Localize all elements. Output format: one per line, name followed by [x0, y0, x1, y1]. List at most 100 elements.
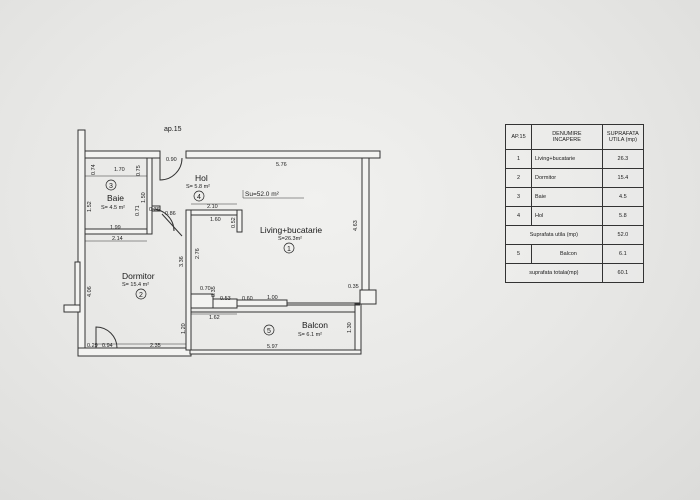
legend-total-value: 60.1	[601, 263, 645, 283]
legend-subtotal-row: Suprafata utila (mp) 52.0	[505, 225, 645, 245]
room-number-circle-dormitor	[135, 288, 147, 300]
dim-label: 2.10	[207, 204, 218, 210]
room-number-circle-balcon	[263, 324, 275, 336]
legend-row-name: Living+bucatarie	[531, 149, 603, 169]
dim-label: 1.62	[209, 315, 220, 321]
dim-label: 4.06	[87, 286, 93, 297]
wall-balcony-sep	[190, 293, 214, 309]
dim-label: 1.60	[210, 217, 221, 223]
legend-row-nr: 2	[504, 168, 533, 188]
total-area-label: Su=52.0 m²	[245, 191, 280, 198]
room-number-circle-baie	[105, 179, 117, 191]
legend-total-label: suprafata totala(mp)	[505, 263, 603, 283]
door-living	[161, 213, 183, 237]
room-area-dormitor: S= 15.4 m²	[122, 282, 149, 288]
legend-subtotal-label: Suprafata utila (mp)	[505, 225, 603, 245]
wall-bath-right	[146, 157, 153, 235]
legend-total-row: suprafata totala(mp) 60.1	[505, 263, 645, 283]
legend-row-area: 26.3	[601, 149, 645, 169]
legend-row: 4 Hol 5.8	[504, 206, 645, 226]
legend-row-name: Balcon	[531, 244, 603, 264]
legend-row-nr: 1	[504, 149, 533, 169]
dim-label: 0.35	[348, 284, 359, 290]
room-name-dormitor: Dormitor	[122, 271, 155, 281]
room-number-hol: 4	[197, 194, 201, 201]
dim-label: 1.50	[141, 192, 147, 203]
wall-top-right	[185, 150, 381, 159]
room-number-circle-hol	[193, 190, 205, 202]
wall-balcony-right	[354, 303, 362, 355]
legend-row-nr: 3	[504, 187, 533, 207]
dim-label: 2.14	[112, 236, 123, 242]
wall-hol-bottom	[185, 209, 243, 216]
dim-label: 1.99	[110, 225, 121, 231]
legend-row: 1 Living+bucatarie 26.3	[504, 149, 645, 169]
dim-label: 0.36	[149, 207, 160, 213]
dim-label: 0.74	[91, 164, 97, 175]
dim-label: 0.29	[87, 343, 98, 349]
dim-label: 2.35	[150, 343, 161, 349]
legend-header-ap: AP.15	[504, 124, 533, 150]
room-area-balcon: S= 6.1 m²	[298, 332, 322, 338]
dim-label: 0.94	[102, 343, 113, 349]
room-name-living: Living+bucatarie	[260, 225, 322, 235]
dim-label: 2.76	[195, 248, 201, 259]
wall-top-left	[77, 150, 161, 159]
dim-label: 3.36	[179, 256, 185, 267]
door-bath	[151, 208, 175, 232]
dim-label: 0.60	[242, 296, 253, 302]
room-area-living: S=26.3m²	[278, 236, 302, 242]
dim-label: 0.71	[135, 205, 141, 216]
legend-row-name: Dormitor	[531, 168, 603, 188]
legend-row-nr: 5	[504, 244, 533, 264]
room-name-baie: Baie	[107, 193, 124, 203]
room-name-balcon: Balcon	[302, 320, 328, 330]
dim-label: 0.90	[166, 157, 177, 163]
dim-label: 0.86	[165, 211, 176, 217]
room-number-living: 1	[287, 246, 291, 253]
door-bedroom	[95, 326, 118, 349]
dim-label: 0.35	[211, 286, 217, 297]
room-area-baie: S= 4.5 m²	[101, 205, 125, 211]
wall-balcony-bottom	[189, 349, 362, 355]
room-number-dormitor: 2	[139, 292, 143, 299]
legend-row-area: 15.4	[601, 168, 645, 188]
legend-row-area: 6.1	[601, 244, 645, 264]
dim-label: 1.20	[181, 323, 187, 334]
legend-row-area: 4.5	[601, 187, 645, 207]
wall-right-corner	[359, 289, 377, 305]
dim-label: 4.63	[353, 220, 359, 231]
wall-living-left	[185, 209, 192, 351]
legend-row: 5 Balcon 6.1	[504, 244, 645, 264]
dim-label: 1.30	[347, 322, 353, 333]
wall-left-window	[74, 261, 81, 311]
dim-label: 0.52	[231, 217, 237, 228]
legend-row: 2 Dormitor 15.4	[504, 168, 645, 188]
dim-label: 1.00	[267, 295, 278, 301]
legend-row: 3 Baie 4.5	[504, 187, 645, 207]
room-number-circle-living	[283, 242, 295, 254]
wall-left-nib	[63, 304, 81, 313]
room-number-baie: 3	[109, 183, 113, 190]
dim-label: 5.97	[267, 344, 278, 350]
dim-label: 0.70	[200, 286, 211, 292]
legend-subtotal-value: 52.0	[601, 225, 645, 245]
dim-label: 0.75	[136, 165, 142, 176]
wall-bottom	[77, 347, 192, 357]
legend-row-name: Baie	[531, 187, 603, 207]
wall-left	[77, 129, 86, 357]
legend-row-name: Hol	[531, 206, 603, 226]
room-number-balcon: 5	[267, 328, 271, 335]
room-area-hol: S= 5.8 m²	[186, 184, 210, 190]
dim-label: 5.76	[276, 162, 287, 168]
wall-right	[361, 157, 370, 295]
door-entrance	[159, 157, 183, 181]
wall-pillar	[236, 209, 243, 233]
dim-label: 0.53	[220, 296, 231, 302]
dim-label: 1.52	[87, 201, 93, 212]
legend-row-nr: 4	[504, 206, 533, 226]
